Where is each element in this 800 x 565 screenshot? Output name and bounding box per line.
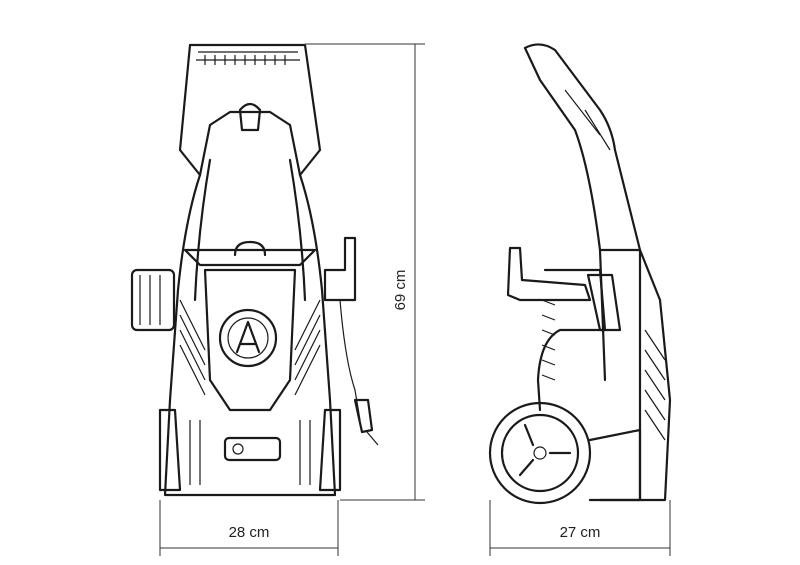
dimension-lines [159,43,671,556]
side-view [488,43,672,505]
front-width-dimension-label: 28 cm [229,524,270,541]
front-view [130,43,379,497]
side-depth-dimension-label: 27 cm [560,524,601,541]
pressure-dial-icon [218,308,278,368]
height-dimension-label: 69 cm [392,270,409,311]
wheel-icon [488,401,592,505]
